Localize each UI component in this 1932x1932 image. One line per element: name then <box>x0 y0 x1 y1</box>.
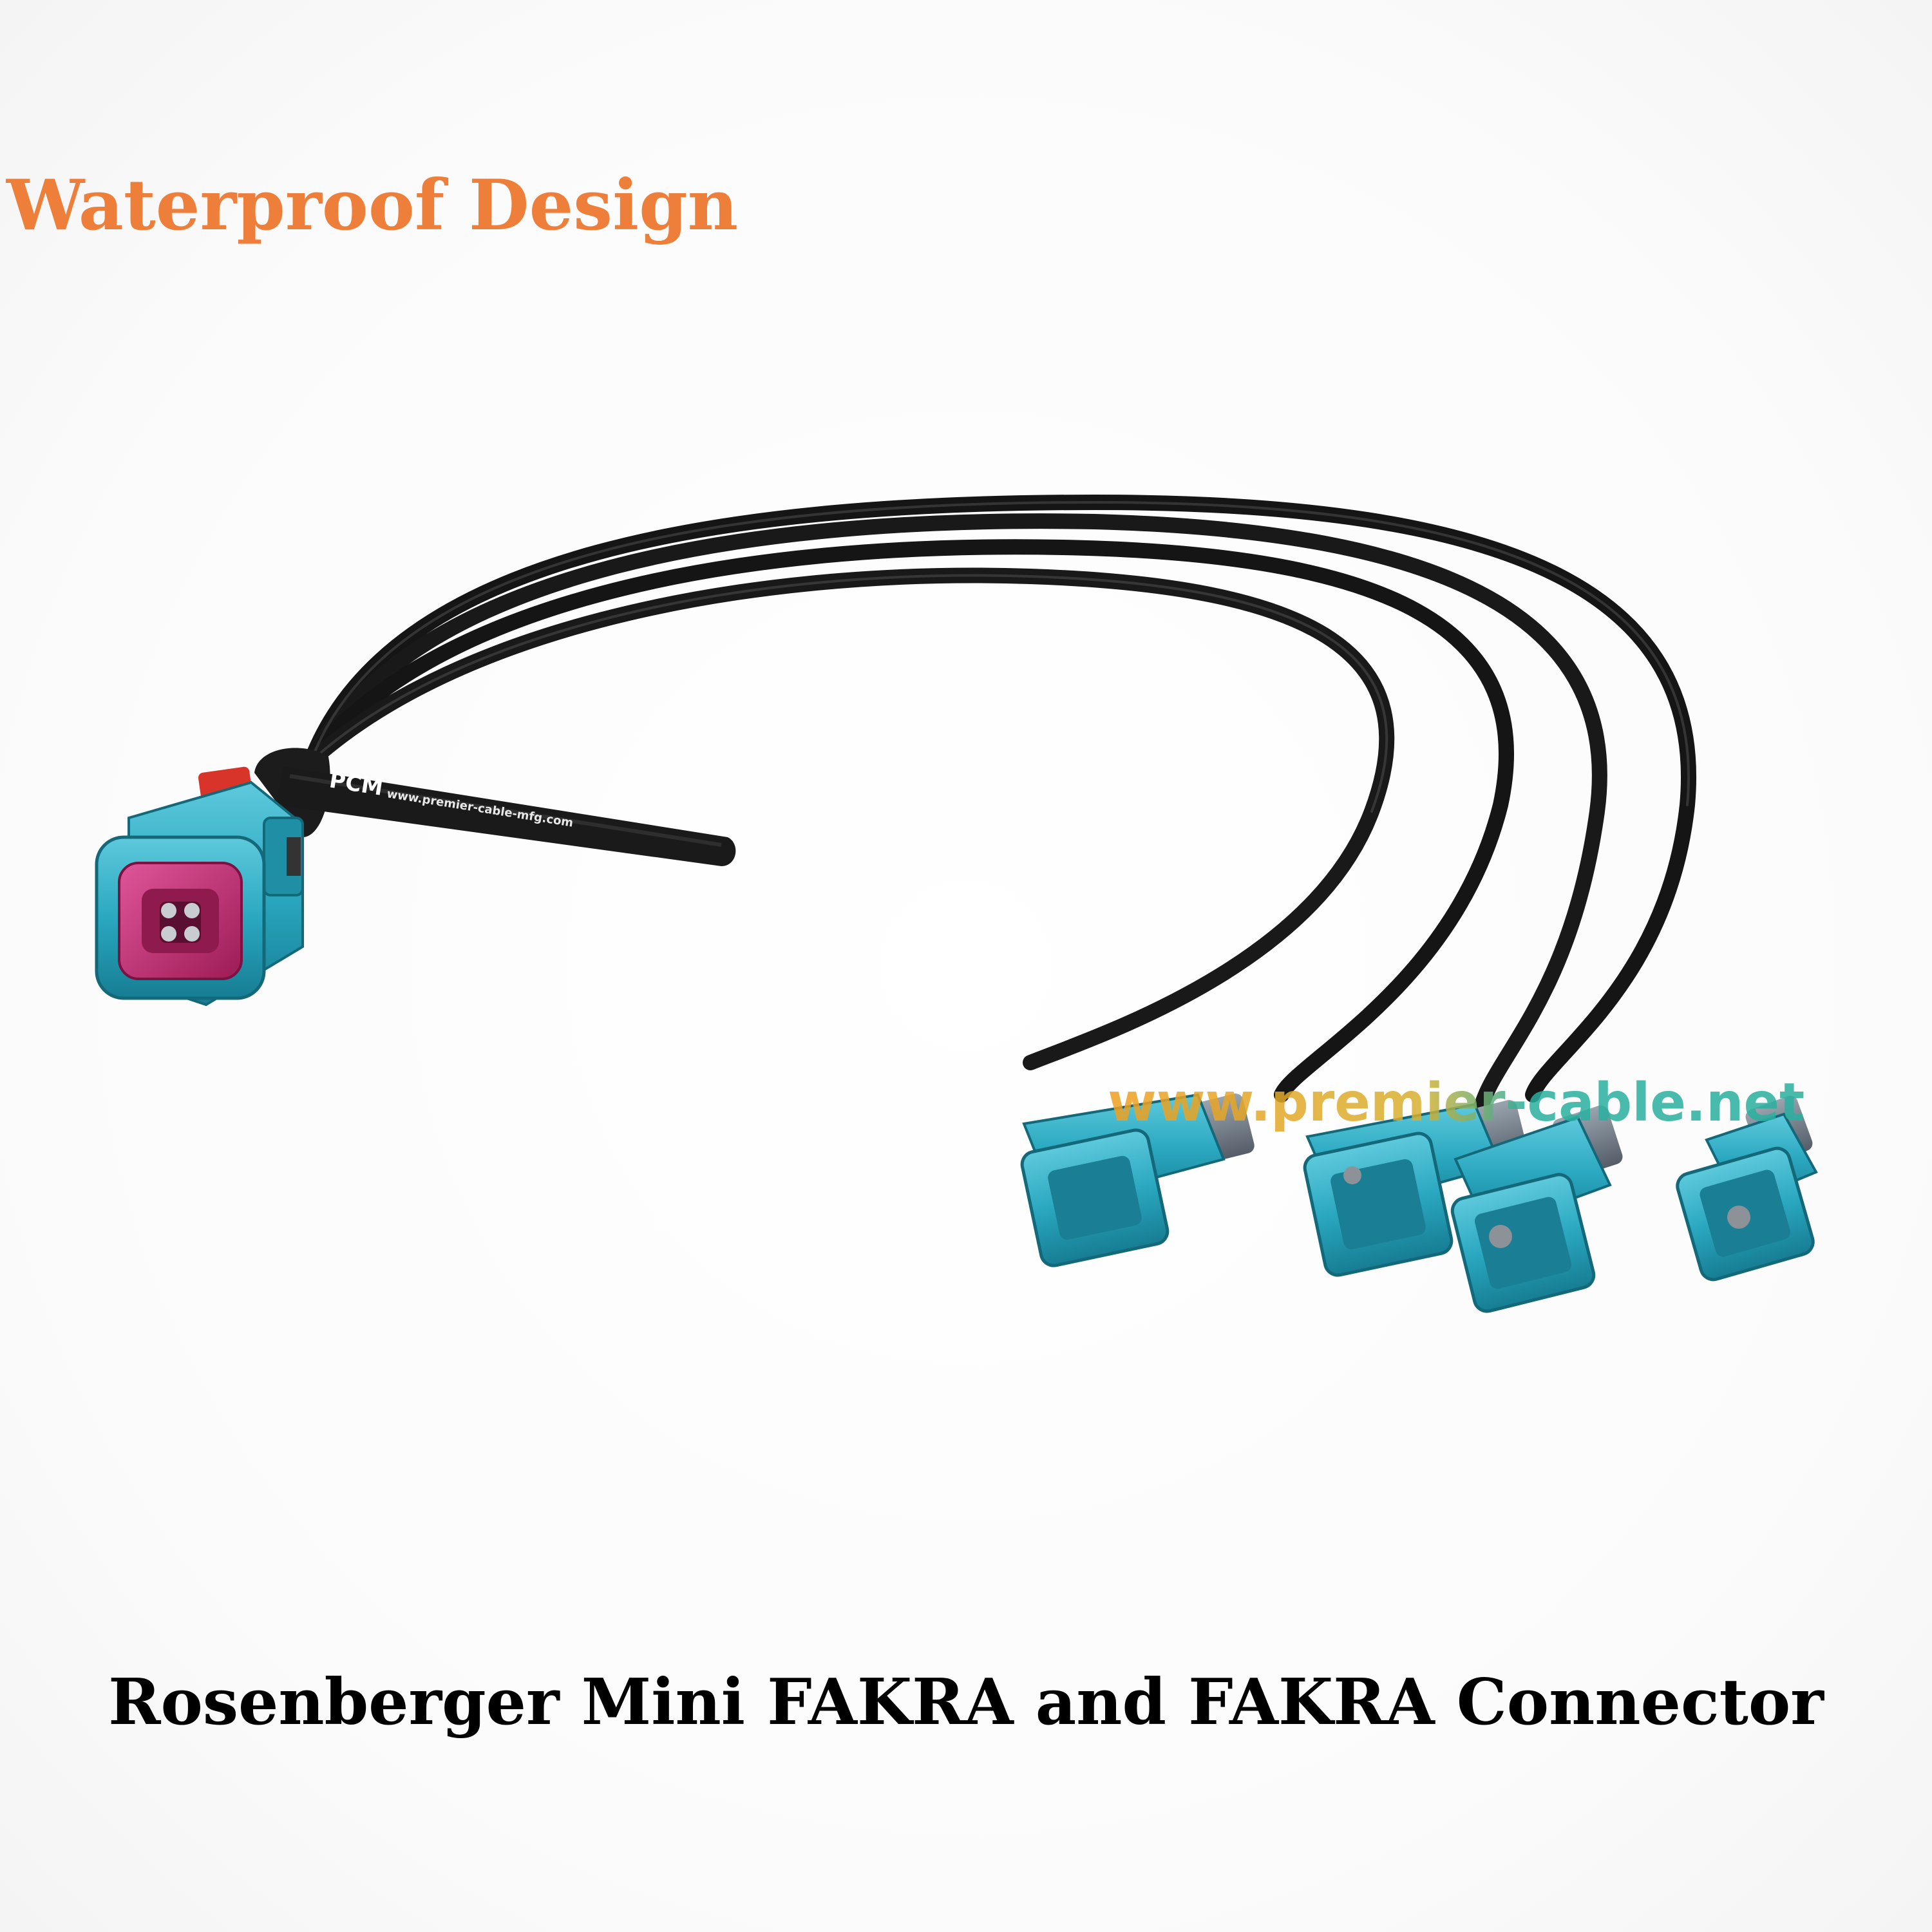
headline-waterproof-design: Waterproof Design <box>6 165 739 246</box>
caption-product-name: Rosenberger Mini FAKRA and FAKRA Connect… <box>108 1665 1824 1739</box>
cable-3 <box>285 539 1514 1103</box>
velcro-strap: PCM www.premier-cable-mfg.com <box>254 748 736 866</box>
fakra-connector-4 <box>1676 1095 1818 1282</box>
fakra-connector-3 <box>1450 1105 1623 1313</box>
pin-1 <box>161 903 176 918</box>
watermark-url: www.premier-cable.net <box>1108 1072 1804 1133</box>
fakra-connector-2 <box>1303 1100 1528 1277</box>
coax-cables <box>276 494 1696 1115</box>
pin-4 <box>184 926 200 942</box>
pin-3 <box>161 926 176 942</box>
hfm-quad-connector <box>95 766 304 1007</box>
pin-2 <box>184 903 200 918</box>
cable-2 <box>295 513 1607 1115</box>
fakra-connector-1 <box>1020 1093 1255 1267</box>
